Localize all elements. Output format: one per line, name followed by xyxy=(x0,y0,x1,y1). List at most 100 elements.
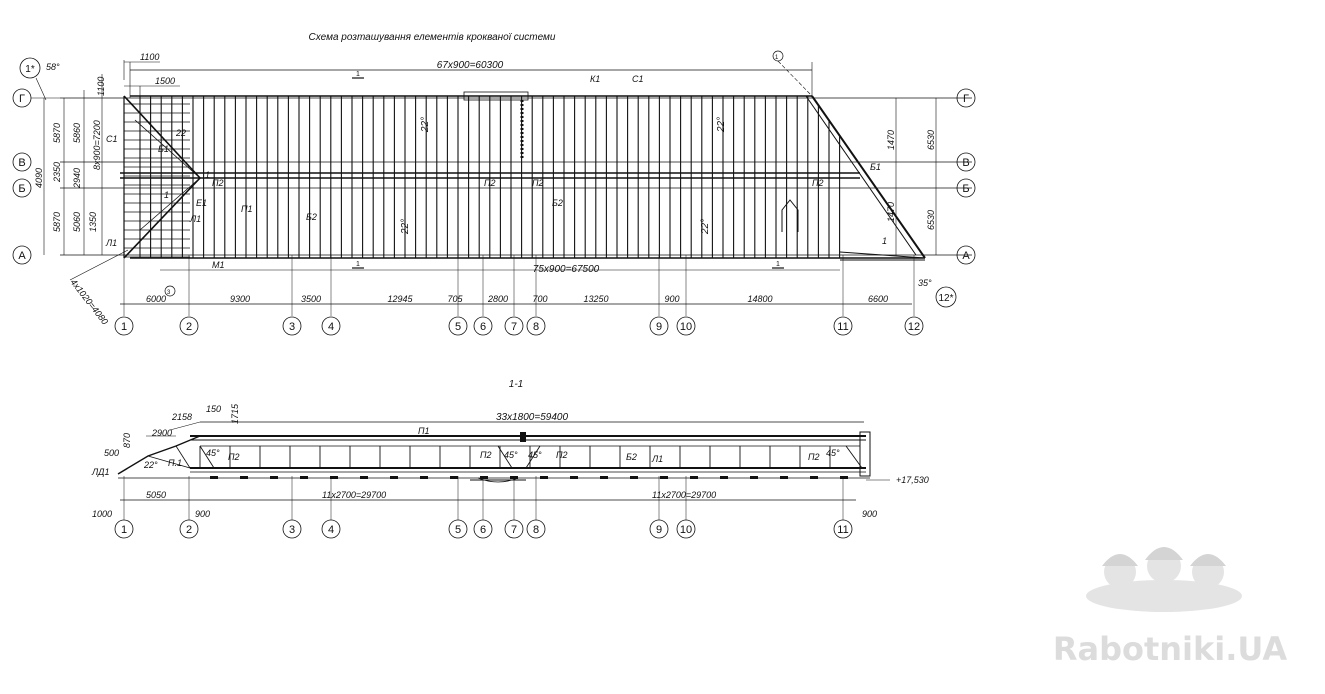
svg-text:2900: 2900 xyxy=(151,428,172,438)
svg-text:3: 3 xyxy=(289,321,295,333)
dim-right-6530a: 6530 xyxy=(926,130,936,150)
svg-text:П2: П2 xyxy=(480,450,492,460)
svg-text:11x2700=29700: 11x2700=29700 xyxy=(652,490,716,500)
svg-text:22°: 22° xyxy=(700,219,711,235)
section-labels: 2158 150 1715 2900 870 500 ЛД1 22° П.1 4… xyxy=(91,403,840,477)
svg-text:500: 500 xyxy=(104,448,119,458)
plan-title: Схема розташування елементів крокваної с… xyxy=(309,32,556,43)
svg-text:1: 1 xyxy=(205,170,210,180)
watermark: Rabotniki.UA xyxy=(1053,547,1287,668)
svg-text:Л1: Л1 xyxy=(189,214,201,224)
svg-text:150: 150 xyxy=(206,404,221,414)
section-axis-10: 10 xyxy=(676,519,696,539)
svg-text:900: 900 xyxy=(195,509,210,519)
angle-axis-12: 12* 35° xyxy=(918,278,957,308)
dim-diagonal: 4x1020=4080 xyxy=(68,277,110,326)
svg-text:1715: 1715 xyxy=(230,403,240,424)
plan-axis-11: 11 xyxy=(833,316,853,336)
svg-text:Б2: Б2 xyxy=(306,212,317,222)
section-title: 1-1 xyxy=(509,379,523,390)
svg-text:6: 6 xyxy=(480,321,486,333)
svg-text:9: 9 xyxy=(656,321,662,333)
section-axis-11: 11 xyxy=(833,519,853,539)
section-total: 33x1800=59400 xyxy=(496,412,568,423)
dim-left-5870b: 5870 xyxy=(52,212,62,232)
dim-left-8x900: 8x900=7200 xyxy=(92,120,102,170)
slope-labels: 22° 22° 22° 22° xyxy=(400,117,727,235)
row-axis-v: В В xyxy=(12,152,976,172)
level-mark: +17,530 xyxy=(896,475,929,485)
svg-text:П2: П2 xyxy=(808,452,820,462)
angle-35: 35° xyxy=(918,278,932,288)
dim-left-4090: 4090 xyxy=(34,168,44,188)
svg-text:3: 3 xyxy=(167,290,171,296)
section-marks: 1 1 1 1 3 xyxy=(164,50,813,297)
section-axis-5: 5 xyxy=(448,519,468,539)
svg-text:4: 4 xyxy=(328,524,334,536)
dim-right-1470a: 1470 xyxy=(886,130,896,150)
svg-text:Б1: Б1 xyxy=(158,144,169,154)
plan-col-dim-4: 705 xyxy=(447,294,463,304)
element-markers: К1 С1 С1 Б1 Б2 Б2 П1 П2 П2 П2 П2 М1 Л1 Л… xyxy=(105,74,887,270)
dim-left-1100: 1100 xyxy=(96,77,106,96)
diagonal-dimension: 4x1020=4080 xyxy=(68,249,129,326)
plan-axis-4: 4 xyxy=(321,316,341,336)
svg-text:7: 7 xyxy=(511,321,517,333)
svg-text:П1: П1 xyxy=(241,204,253,214)
plan-dim-1100-top: 1100 xyxy=(140,52,159,62)
svg-text:12*: 12* xyxy=(938,293,953,304)
dim-left-2940: 2940 xyxy=(72,168,82,189)
svg-text:П2: П2 xyxy=(812,178,824,188)
svg-text:К1: К1 xyxy=(590,74,600,84)
svg-text:11x2700=29700: 11x2700=29700 xyxy=(322,490,386,500)
plan-col-dim-5: 2800 xyxy=(487,294,508,304)
section-posts xyxy=(199,445,863,479)
section-axis-3: 3 xyxy=(282,519,302,539)
svg-text:870: 870 xyxy=(122,433,132,448)
svg-text:Б1: Б1 xyxy=(870,162,881,172)
svg-text:11: 11 xyxy=(837,321,848,333)
plan-bottom-total: 75x900=67500 xyxy=(533,264,600,275)
svg-text:Л1: Л1 xyxy=(651,454,663,464)
svg-text:45°: 45° xyxy=(206,448,220,458)
svg-text:ЛД1: ЛД1 xyxy=(91,467,110,477)
svg-text:5: 5 xyxy=(455,524,461,536)
plan-right-dimensions: 1470 6530 1470 6530 xyxy=(886,98,937,255)
svg-text:1: 1 xyxy=(121,321,127,333)
section-axis-2: 2 xyxy=(179,519,199,539)
plan-col-dim-2: 3500 xyxy=(301,294,321,304)
row-axis-b: Б Б xyxy=(12,178,976,198)
svg-text:22: 22 xyxy=(175,128,186,138)
svg-text:5050: 5050 xyxy=(146,490,166,500)
row-axis-a: А А xyxy=(12,245,976,265)
plan-col-dim-7: 13250 xyxy=(583,294,608,304)
svg-text:5: 5 xyxy=(455,321,461,333)
svg-text:1*: 1* xyxy=(25,64,35,75)
svg-text:22°: 22° xyxy=(400,219,411,235)
plan-axis-1: 1 xyxy=(114,316,134,336)
svg-text:С1: С1 xyxy=(632,74,644,84)
svg-text:П2: П2 xyxy=(532,178,544,188)
plan-outline xyxy=(60,95,972,261)
dim-right-1470b: 1470 xyxy=(886,202,896,222)
svg-text:45°: 45° xyxy=(826,448,840,458)
svg-text:Б: Б xyxy=(962,183,969,195)
svg-text:900: 900 xyxy=(862,509,877,519)
ridge-ladder xyxy=(463,91,799,232)
plan-top-total: 67x900=60300 xyxy=(437,60,504,71)
plan-axis-10: 10 xyxy=(676,316,696,336)
svg-text:4: 4 xyxy=(328,321,334,333)
plan-bottom-dimensions: 75x900=67500 xyxy=(120,264,912,305)
svg-text:2: 2 xyxy=(186,524,192,536)
svg-text:1: 1 xyxy=(775,55,779,61)
svg-text:1: 1 xyxy=(776,261,780,268)
svg-text:1: 1 xyxy=(882,236,887,246)
svg-text:10: 10 xyxy=(680,524,692,536)
svg-text:2: 2 xyxy=(186,321,192,333)
dim-left-5870a: 5870 xyxy=(52,123,62,143)
svg-text:22°: 22° xyxy=(420,117,431,133)
section-axis-9: 9 xyxy=(649,519,669,539)
